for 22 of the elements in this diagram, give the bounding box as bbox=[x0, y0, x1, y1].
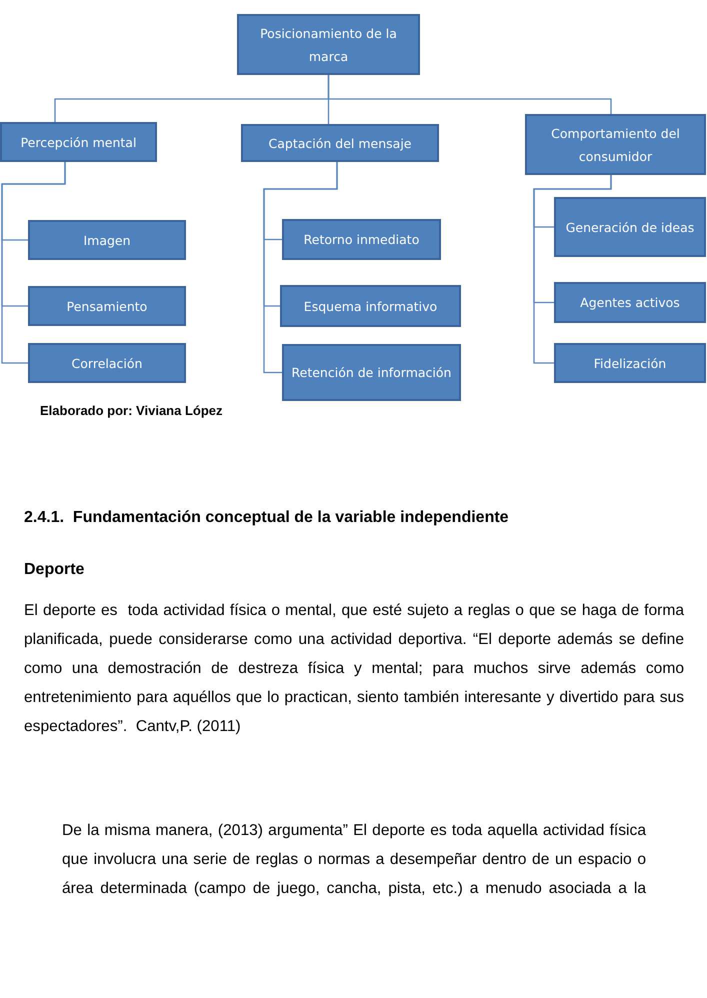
body-paragraph: De la misma manera, (2013) argumenta” El deporte es toda aquella actividad física que involucra una serie de reglas o normas a desempeñar dentro de un espacio o área determinada (campo de juego, cancha, pista, etc.) a menudo asociada a la bbox=[62, 821, 646, 899]
process-box: Correlación bbox=[28, 343, 186, 383]
connector-line bbox=[533, 175, 612, 364]
process-box: Comportamiento del consumidor bbox=[525, 114, 706, 175]
process-box: Captación del mensaje bbox=[241, 124, 439, 162]
process-box: Esquema informativo bbox=[280, 285, 461, 327]
connector-line bbox=[263, 162, 338, 374]
process-box: Agentes activos bbox=[554, 282, 706, 323]
process-box: Imagen bbox=[28, 220, 186, 260]
process-box: Fidelización bbox=[554, 343, 706, 383]
body-paragraph: El deporte es toda actividad física o mental, que esté sujeto a reglas o que se haga de forma planificada, puede considerarse como una actividad deportiva. “El deporte además se define como una demostración de destreza física y mental; para muchos sirve además como entretenimiento para aquéllos que lo practican, siento también interesante y divertido para sus espectadores”. Cantv,P. (2011) bbox=[24, 601, 684, 737]
credit-text: Elaborado por: Viviana López bbox=[40, 402, 224, 420]
process-box: Posicionamiento de la marca bbox=[237, 14, 420, 75]
process-box: Retorno inmediato bbox=[282, 219, 441, 260]
connector-line bbox=[1, 162, 66, 364]
section-heading: 2.4.1. Fundamentación conceptual de la variable independiente bbox=[24, 508, 510, 528]
subsection-heading: Deporte bbox=[24, 560, 86, 580]
process-box: Retención de información bbox=[282, 344, 461, 401]
process-box: Pensamiento bbox=[28, 286, 186, 326]
connector-line bbox=[328, 75, 612, 114]
process-box: Generación de ideas bbox=[554, 197, 706, 257]
process-box: Percepción mental bbox=[0, 122, 157, 162]
